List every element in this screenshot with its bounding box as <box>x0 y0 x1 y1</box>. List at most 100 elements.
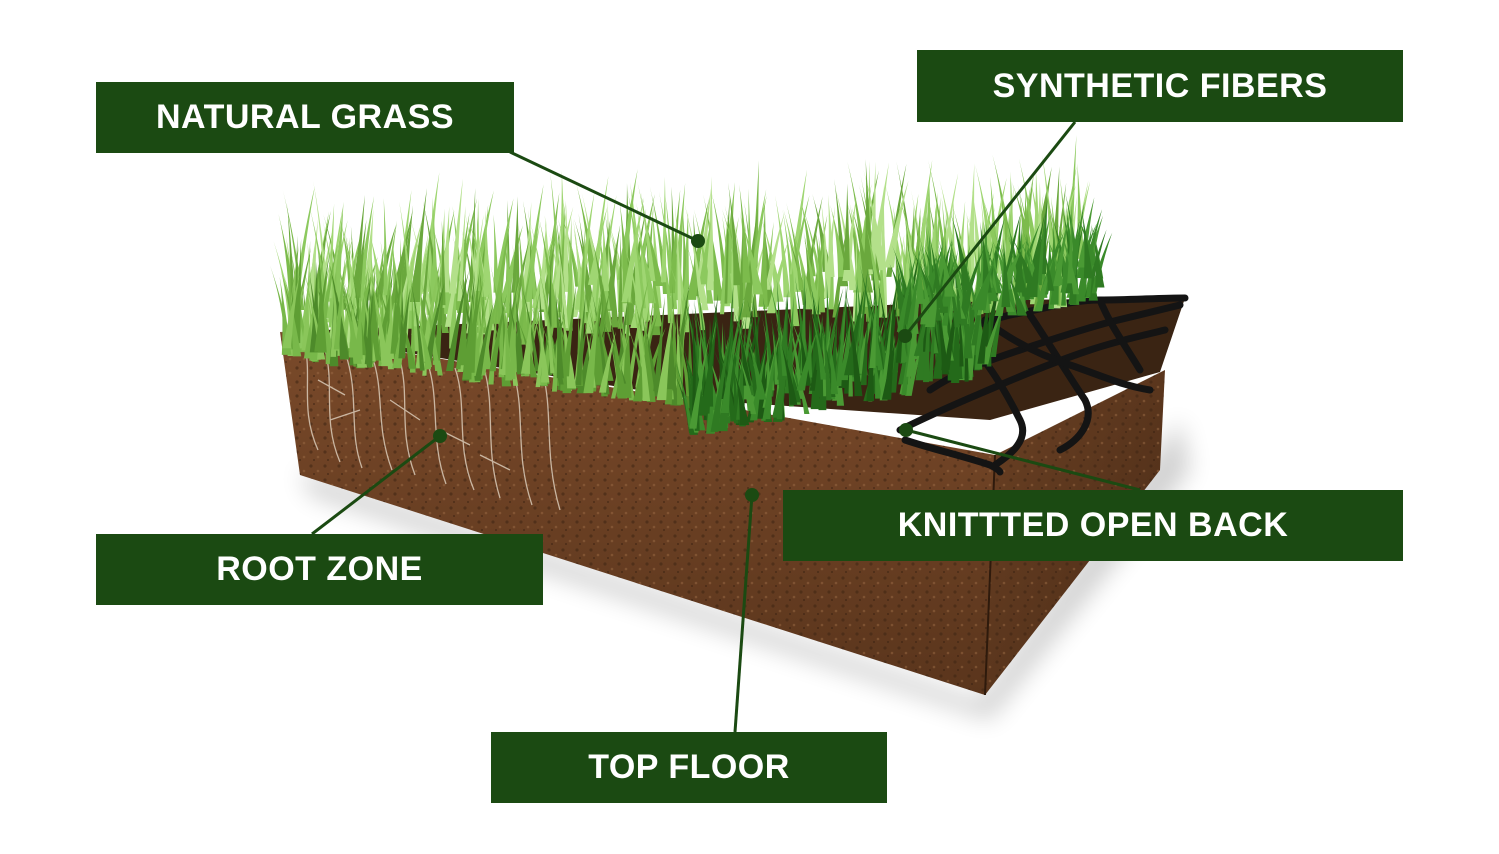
grass-blade <box>675 205 682 315</box>
grass-blade <box>673 355 693 428</box>
grass-blade <box>1053 215 1069 287</box>
grass-blade <box>928 192 938 266</box>
grass-blade <box>511 196 520 293</box>
grass-blade <box>632 313 658 402</box>
grass-blade <box>928 226 934 302</box>
grass-blade <box>1089 232 1113 294</box>
grass-blade <box>503 293 512 378</box>
grass-blade <box>700 303 717 412</box>
grass-blade <box>786 202 804 291</box>
grass-blade <box>1010 235 1035 284</box>
grass-blade <box>427 197 433 312</box>
grass-blade <box>383 198 388 296</box>
grass-blade <box>983 241 1002 294</box>
grass-blade <box>474 302 494 381</box>
grass-blade <box>789 169 808 275</box>
grass-blade <box>808 303 827 380</box>
grass-blade <box>318 247 327 353</box>
grass-blade <box>562 283 577 377</box>
grass-blade <box>975 164 996 263</box>
grass-blade <box>796 328 818 391</box>
grass-blade <box>635 298 651 402</box>
grass-blade <box>879 306 893 401</box>
grass-blade <box>1056 221 1080 295</box>
grass-blade <box>700 316 718 414</box>
grass-blade <box>457 205 466 302</box>
grass-blade <box>979 255 995 311</box>
grass-blade <box>689 335 710 429</box>
grass-blade <box>270 265 293 350</box>
grass-blade <box>884 292 899 399</box>
grass-blade <box>520 306 533 374</box>
grass-blade <box>557 291 577 389</box>
grass-blade <box>924 255 947 327</box>
grass-blade <box>617 169 638 280</box>
grass-blade <box>903 193 919 282</box>
grass-blade <box>683 201 704 304</box>
grass-blade <box>720 340 734 413</box>
grass-blade <box>413 239 429 327</box>
grass-blade <box>355 219 367 298</box>
grass-blade <box>667 313 677 390</box>
grass-blade <box>424 282 445 364</box>
grass-blade <box>1002 212 1022 286</box>
grass-blade <box>747 299 763 382</box>
grass-blade <box>481 210 491 297</box>
grass-blade <box>374 282 393 361</box>
grass-blade <box>720 195 730 304</box>
grass-blade <box>938 238 955 297</box>
grass-blade <box>950 212 972 290</box>
grass-blade <box>659 191 675 296</box>
grass-blade <box>332 201 344 300</box>
grass-blade <box>561 192 576 307</box>
grass-blade <box>487 245 495 331</box>
grass-blade <box>282 274 300 349</box>
grass-blade <box>598 331 616 393</box>
grass-blade <box>561 204 569 292</box>
grass-blade <box>868 161 876 275</box>
natural-grass-label: NATURAL GRASS <box>96 82 514 153</box>
grass-blade <box>538 215 561 328</box>
synthetic-fibers-label: SYNTHETIC FIBERS <box>917 50 1403 122</box>
grass-blade <box>621 295 632 398</box>
grass-blade <box>352 272 367 356</box>
grass-blade <box>943 253 954 346</box>
grass-blade <box>966 215 973 287</box>
grass-blade <box>420 258 441 359</box>
grass-blade <box>972 189 983 270</box>
grass-blade <box>285 245 299 342</box>
grass-blade <box>465 279 484 375</box>
grass-blade <box>627 189 647 309</box>
grass-blade <box>906 253 923 332</box>
grass-blade <box>836 281 848 386</box>
grass-blade <box>877 282 891 360</box>
leader-lines <box>311 121 1141 733</box>
grass-blade <box>884 180 909 268</box>
grass-blade <box>779 340 798 405</box>
grass-blade <box>610 334 630 399</box>
grass-blade <box>922 273 931 383</box>
grass-blade <box>827 313 838 391</box>
grass-blade <box>738 214 744 320</box>
grass-blade <box>520 282 540 372</box>
grass-blade <box>740 216 764 295</box>
grass-blade <box>710 324 733 432</box>
grass-blade <box>711 190 728 278</box>
grass-blade <box>1001 238 1011 308</box>
grass-blade <box>816 236 826 313</box>
grass-blade <box>610 332 627 399</box>
grass-blade <box>802 196 823 299</box>
leader-synthetic-fibers <box>903 121 1077 337</box>
grass-blade <box>741 206 759 318</box>
grass-blade <box>676 318 685 393</box>
grass-blade <box>821 316 832 401</box>
grass-blade <box>866 311 875 401</box>
grass-blade <box>440 206 450 293</box>
grass-blade <box>293 238 302 344</box>
grass-blade <box>523 184 544 302</box>
grass-blade <box>828 335 839 395</box>
grass-blade <box>621 197 645 303</box>
grass-blade <box>432 276 445 361</box>
grass-blade <box>1042 155 1055 253</box>
grass-blade <box>292 186 315 306</box>
